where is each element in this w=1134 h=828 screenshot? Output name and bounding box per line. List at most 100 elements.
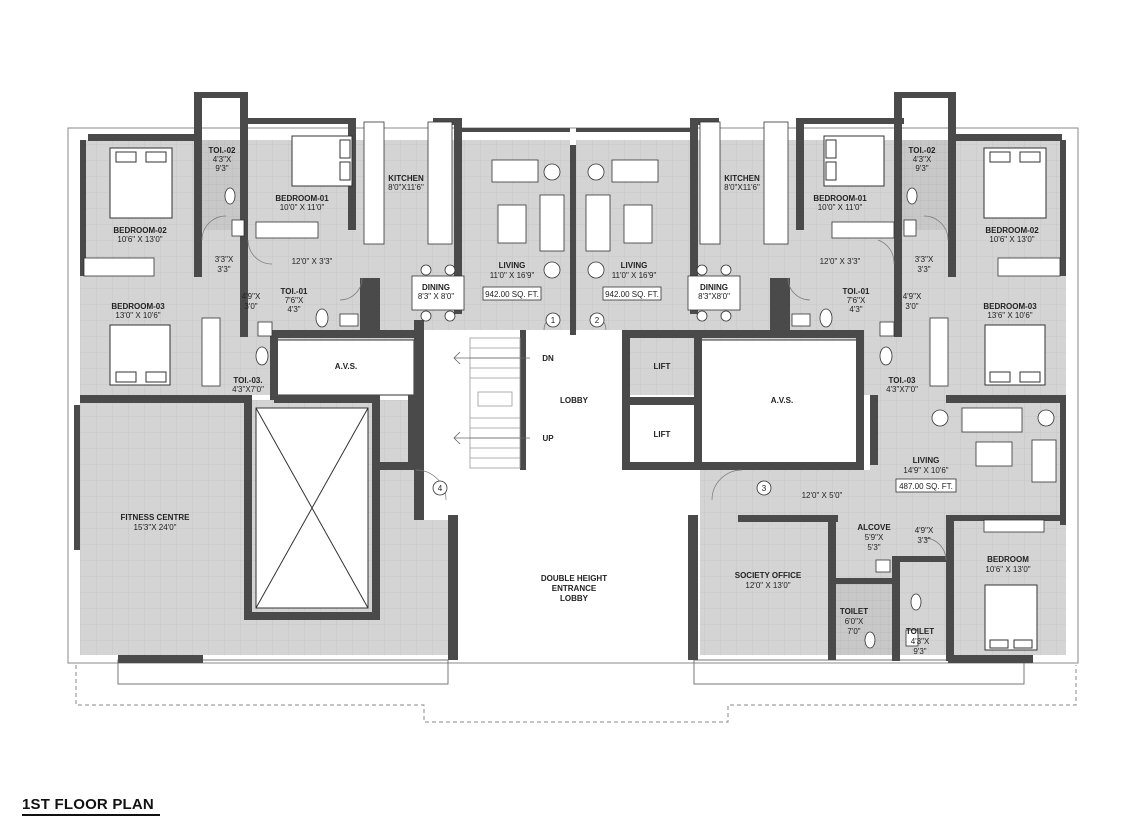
size-toilet-a-2: 7'0" xyxy=(847,627,860,636)
staircase xyxy=(453,337,530,469)
size-toilet-b-2: 9'3" xyxy=(913,647,926,656)
size-society-office: 12'0" X 13'0" xyxy=(745,581,790,590)
title-underline xyxy=(22,814,160,816)
label-fitness: FITNESS CENTRE xyxy=(121,513,191,522)
walls xyxy=(74,92,1066,663)
label-toilet-b: TOILET xyxy=(906,627,934,636)
label-living-studio: LIVING xyxy=(913,456,940,465)
label-toi01-right: TOI.-01 xyxy=(843,287,871,296)
size-toi01-left-2: 4'3" xyxy=(287,305,300,314)
dining-tables xyxy=(411,264,741,322)
label-avs-left: A.V.S. xyxy=(335,362,357,371)
label-lobby: LOBBY xyxy=(560,396,589,405)
label-entrance-2: ENTRANCE xyxy=(552,584,597,593)
size-toi02-left-1: 4'3"X xyxy=(213,155,232,164)
size-bedroom01-right: 10'0" X 11'0" xyxy=(818,203,863,212)
label-alcove: ALCOVE xyxy=(857,523,891,532)
toilet-fixtures xyxy=(224,187,922,649)
flat-number-2: 2 xyxy=(595,316,600,325)
size-toi01-left-1: 7'6"X xyxy=(285,296,304,305)
size-alcove-2: 5'3" xyxy=(867,543,880,552)
label-bedroom02-right: BEDROOM-02 xyxy=(985,226,1039,235)
size-fitness: 15'3"X 24'0" xyxy=(134,523,177,532)
size-passage3-right-2: 3'0" xyxy=(905,302,918,311)
size-toi03-right: 4'3"X7'0" xyxy=(886,385,918,394)
size-toi02-right-1: 4'3"X xyxy=(913,155,932,164)
drawing-title: 1ST FLOOR PLAN xyxy=(22,796,154,813)
size-dining-right: 8'3"X8'0" xyxy=(698,292,730,301)
size-living-studio: 14'9" X 10'6" xyxy=(903,466,948,475)
void-shaft xyxy=(255,407,369,609)
size-toi02-left-2: 9'3" xyxy=(215,164,228,173)
area-living-left: 942.00 SQ. FT. xyxy=(485,290,539,299)
size-passage-studio2-1: 4'9"X xyxy=(915,526,934,535)
label-bedroom03-right: BEDROOM-03 xyxy=(983,302,1037,311)
size-passage2-left-2: 3'3" xyxy=(217,265,230,274)
size-passage-studio2-2: 3'3" xyxy=(917,536,930,545)
size-toilet-b-1: 4'3"X xyxy=(911,637,930,646)
label-dining-right: DINING xyxy=(700,283,728,292)
label-entrance-1: DOUBLE HEIGHT xyxy=(541,574,607,583)
size-passage3-left-1: 4'9"X xyxy=(242,292,261,301)
label-toi02-left: TOI.-02 xyxy=(209,146,237,155)
beds xyxy=(109,135,1047,651)
label-lift-2: LIFT xyxy=(654,430,671,439)
label-bedroom-studio: BEDROOM xyxy=(987,555,1029,564)
flat-number-1: 1 xyxy=(551,316,556,325)
label-avs-right: A.V.S. xyxy=(771,396,793,405)
size-toi02-right-2: 9'3" xyxy=(915,164,928,173)
size-toi01-right-2: 4'3" xyxy=(849,305,862,314)
label-society-office: SOCIETY OFFICE xyxy=(735,571,802,580)
size-toi01-right-1: 7'6"X xyxy=(847,296,866,305)
size-passage3-left-2: 3'0" xyxy=(244,302,257,311)
size-passage-studio: 12'0" X 5'0" xyxy=(802,491,843,500)
label-bedroom01-left: BEDROOM-01 xyxy=(275,194,329,203)
flat-number-4: 4 xyxy=(438,484,443,493)
size-toi03-left: 4'3"X7'0" xyxy=(232,385,264,394)
size-bedroom-studio: 10'6" X 13'0" xyxy=(985,565,1030,574)
label-toilet-a: TOILET xyxy=(840,607,868,616)
size-alcove-1: 5'9"X xyxy=(865,533,884,542)
building-outline xyxy=(67,127,1079,723)
size-passage1-right: 12'0" X 3'3" xyxy=(820,257,861,266)
label-bedroom01-right: BEDROOM-01 xyxy=(813,194,867,203)
label-entrance-3: LOBBY xyxy=(560,594,589,603)
size-toilet-a-1: 6'0"X xyxy=(845,617,864,626)
size-bedroom02-left: 10'6" X 13'0" xyxy=(117,235,162,244)
kitchen-counters xyxy=(363,121,789,245)
size-bedroom03-left: 13'0" X 10'6" xyxy=(115,311,160,320)
size-passage2-right-1: 3'3"X xyxy=(915,255,934,264)
label-kitchen-left: KITCHEN xyxy=(388,174,424,183)
label-dining-left: DINING xyxy=(422,283,450,292)
area-boxes xyxy=(482,286,957,493)
label-toi03-right: TOI.-03 xyxy=(889,376,917,385)
size-kitchen-left: 8'0"X11'6" xyxy=(388,183,424,192)
label-stair-dn: DN xyxy=(542,354,554,363)
sofas xyxy=(491,159,1057,483)
flat-number-3: 3 xyxy=(762,484,767,493)
size-living-right: 11'0" X 16'9" xyxy=(612,271,657,280)
label-living-right: LIVING xyxy=(621,261,648,270)
size-bedroom03-right: 13'6" X 10'6" xyxy=(987,311,1032,320)
size-passage3-right-1: 4'9"X xyxy=(903,292,922,301)
label-bedroom03-left: BEDROOM-03 xyxy=(111,302,165,311)
area-living-studio: 487.00 SQ. FT. xyxy=(899,482,953,491)
label-bedroom02-left: BEDROOM-02 xyxy=(113,226,167,235)
label-kitchen-right: KITCHEN xyxy=(724,174,760,183)
core-areas xyxy=(273,330,861,660)
label-toi03-left: TOI.-03. xyxy=(233,376,262,385)
size-dining-left: 8'3" X 8'0" xyxy=(418,292,454,301)
size-passage2-right-2: 3'3" xyxy=(917,265,930,274)
flat-number-markers xyxy=(432,312,772,496)
wardrobes xyxy=(83,221,1061,533)
label-lift-1: LIFT xyxy=(654,362,671,371)
area-living-right: 942.00 SQ. FT. xyxy=(605,290,659,299)
size-bedroom02-right: 10'6" X 13'0" xyxy=(989,235,1034,244)
label-stair-up: UP xyxy=(542,434,554,443)
size-passage1-left: 12'0" X 3'3" xyxy=(292,257,333,266)
size-kitchen-right: 8'0"X11'6" xyxy=(724,183,760,192)
size-bedroom01-left: 10'0" X 11'0" xyxy=(280,203,325,212)
label-living-left: LIVING xyxy=(499,261,526,270)
label-toi01-left: TOI.-01 xyxy=(281,287,309,296)
